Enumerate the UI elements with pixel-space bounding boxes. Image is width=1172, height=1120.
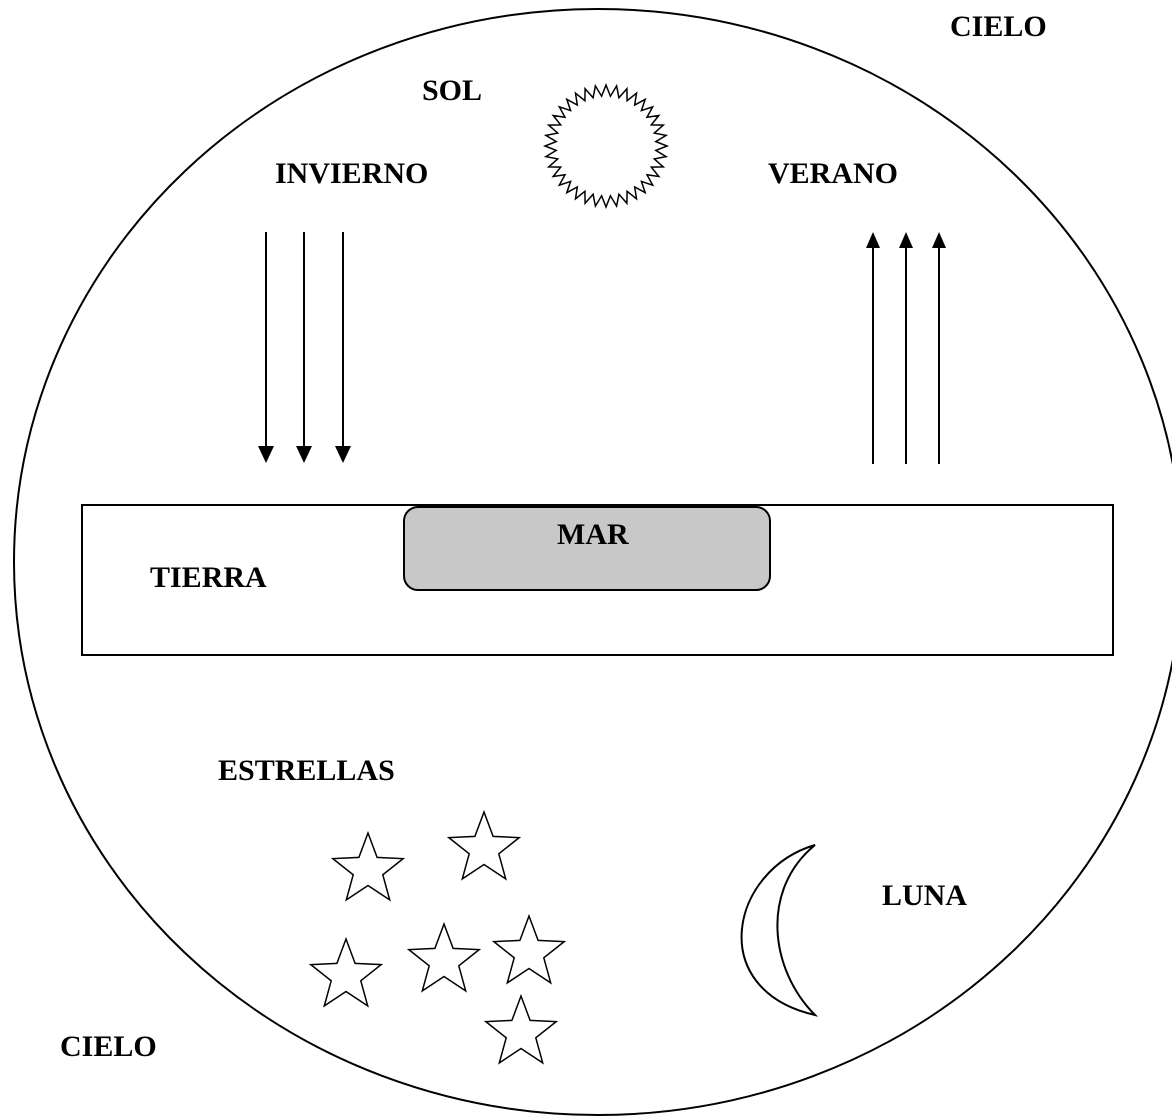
- summer-label: VERANO: [768, 157, 899, 190]
- star-icon: [406, 921, 482, 993]
- star-icon: [491, 913, 567, 985]
- star-icon: [446, 809, 522, 881]
- sun-label: SOL: [422, 74, 483, 107]
- winter-label: INVIERNO: [275, 157, 429, 190]
- star-icon: [308, 936, 384, 1008]
- summer-arrows: [866, 232, 946, 464]
- sun-zigzag: [542, 82, 670, 210]
- arrow-down-icon: [335, 232, 351, 463]
- winter-arrows: [258, 232, 351, 463]
- sky-label-top: CIELO: [950, 10, 1047, 43]
- arrow-up-icon: [932, 232, 946, 464]
- sky-circle: [13, 8, 1172, 1116]
- arrow-down-icon: [296, 232, 312, 463]
- crescent-moon-icon: [740, 844, 819, 1017]
- moon-label: LUNA: [882, 879, 968, 912]
- sun-icon: [542, 82, 670, 210]
- star-icon: [483, 993, 559, 1065]
- star-icon: [330, 830, 406, 902]
- sky-label-bottom: CIELO: [60, 1030, 157, 1063]
- arrow-down-icon: [258, 232, 274, 463]
- arrow-up-icon: [899, 232, 913, 464]
- stars-group: [308, 809, 567, 1065]
- stars-label: ESTRELLAS: [218, 754, 395, 787]
- land-label: TIERRA: [150, 561, 267, 594]
- arrow-up-icon: [866, 232, 880, 464]
- sea-shape: [403, 506, 771, 591]
- sea-label: MAR: [557, 518, 629, 551]
